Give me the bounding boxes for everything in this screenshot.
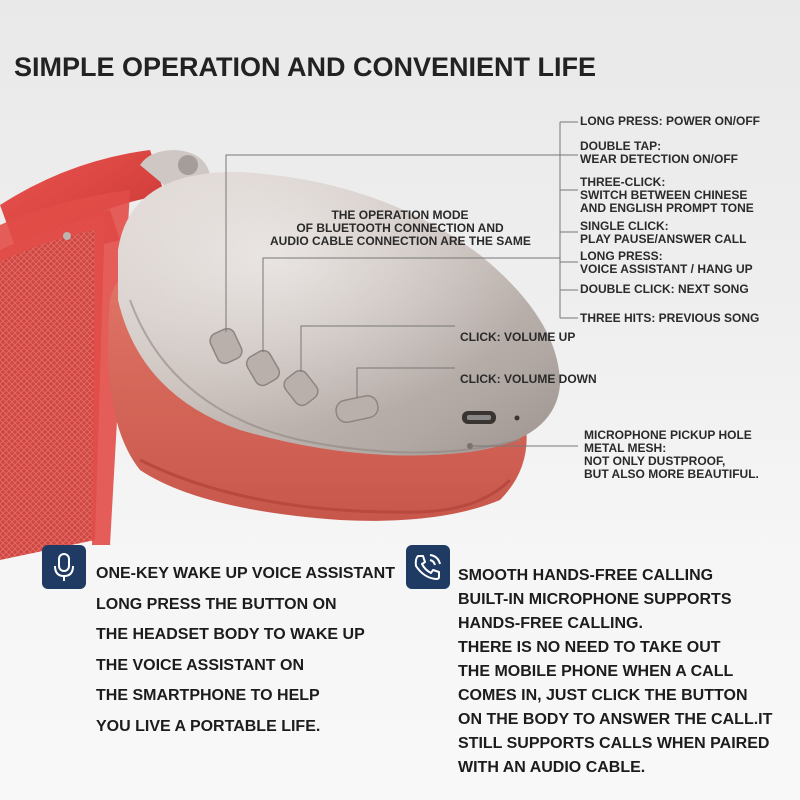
callout-wear-detection: DOUBLE TAP: WEAR DETECTION ON/OFF bbox=[580, 139, 738, 166]
callout-prompt-tone: THREE-CLICK: SWITCH BETWEEN CHINESE AND … bbox=[580, 175, 754, 215]
callout-voice-assistant: LONG PRESS: VOICE ASSISTANT / HANG UP bbox=[580, 249, 753, 276]
callout-power: LONG PRESS: POWER ON/OFF bbox=[580, 114, 761, 128]
callout-volume-down: CLICK: VOLUME DOWN bbox=[460, 372, 597, 386]
callout-previous-song: THREE HITS: PREVIOUS SONG bbox=[580, 311, 760, 325]
microphone-icon bbox=[42, 545, 86, 589]
callout-play-pause: SINGLE CLICK: PLAY PAUSE/ANSWER CALL bbox=[580, 219, 747, 246]
feature-hands-free-calling: SMOOTH HANDS-FREE CALLING BUILT-IN MICRO… bbox=[458, 567, 773, 776]
page-title: SIMPLE OPERATION AND CONVENIENT LIFE bbox=[14, 52, 597, 82]
feature-voice-assistant: ONE-KEY WAKE UP VOICE ASSISTANT LONG PRE… bbox=[96, 565, 396, 735]
callout-volume-up: CLICK: VOLUME UP bbox=[460, 330, 576, 344]
mode-note: THE OPERATION MODE OF BLUETOOTH CONNECTI… bbox=[270, 208, 531, 248]
callout-next-song: DOUBLE CLICK: NEXT SONG bbox=[580, 282, 749, 296]
callout-microphone-mesh: MICROPHONE PICKUP HOLE METAL MESH: NOT O… bbox=[584, 428, 759, 481]
phone-call-icon bbox=[406, 545, 450, 589]
